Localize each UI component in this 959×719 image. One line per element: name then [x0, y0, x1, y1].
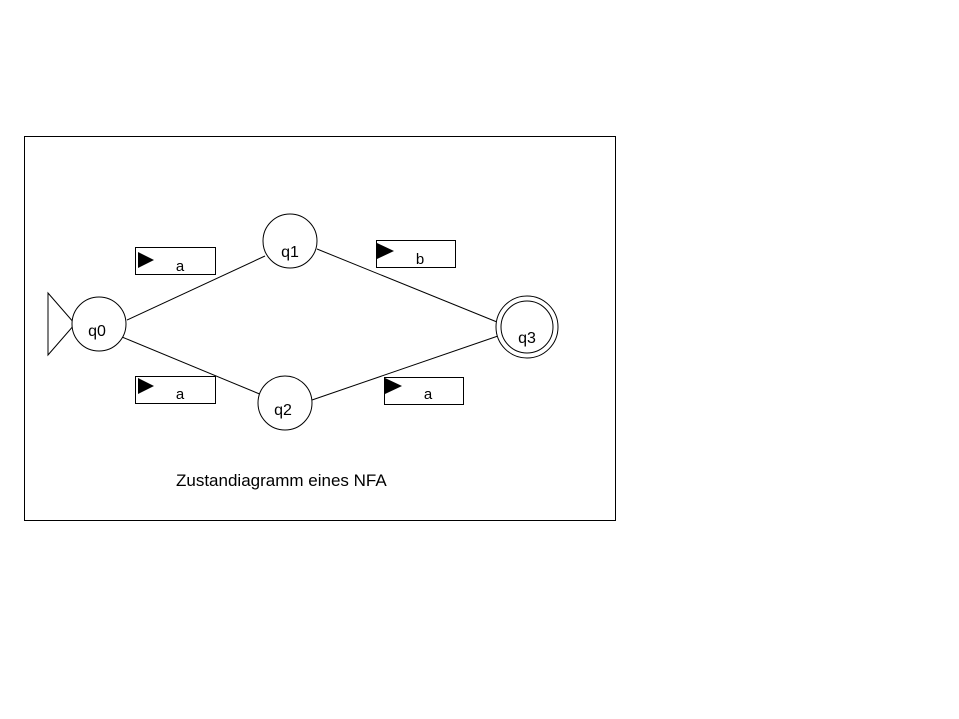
state-q3: q3: [495, 295, 559, 359]
state-q2: q2: [257, 375, 313, 431]
transition-label-q0-q1: a: [135, 247, 216, 275]
transition-label-q2-q3: a: [384, 377, 464, 405]
play-arrow-icon: [377, 243, 394, 259]
diagram-caption: Zustandiagramm eines NFA: [176, 471, 387, 490]
state-q3-inner-circle: [500, 300, 554, 354]
state-q0-label: q0: [88, 323, 106, 340]
state-q0-circle: [71, 296, 127, 352]
start-state-marker: [47, 291, 76, 357]
state-q3-label: q3: [518, 330, 536, 347]
play-arrow-icon: [138, 252, 154, 268]
transition-label-q1-q3: b: [376, 240, 456, 268]
state-q2-circle: [257, 375, 313, 431]
state-q0: q0: [71, 296, 127, 352]
transition-label-q0-q1-text: a: [176, 258, 185, 275]
state-q1-label: q1: [281, 244, 299, 261]
transition-label-q1-q3-text: b: [416, 251, 424, 268]
edge-q1-q3: [316, 248, 498, 323]
transition-label-q0-q2-text: a: [176, 386, 185, 403]
state-q1-circle: [262, 213, 318, 269]
play-arrow-icon: [138, 378, 154, 394]
edge-q0-q2: [121, 336, 263, 396]
transition-label-q2-q3-text: a: [424, 386, 433, 403]
edge-q0-q1: [126, 255, 266, 321]
play-arrow-icon: [385, 378, 402, 394]
state-q2-label: q2: [274, 402, 292, 419]
state-q1: q1: [262, 213, 318, 269]
edge-q2-q3: [311, 335, 499, 401]
transition-label-q0-q2: a: [135, 376, 216, 404]
